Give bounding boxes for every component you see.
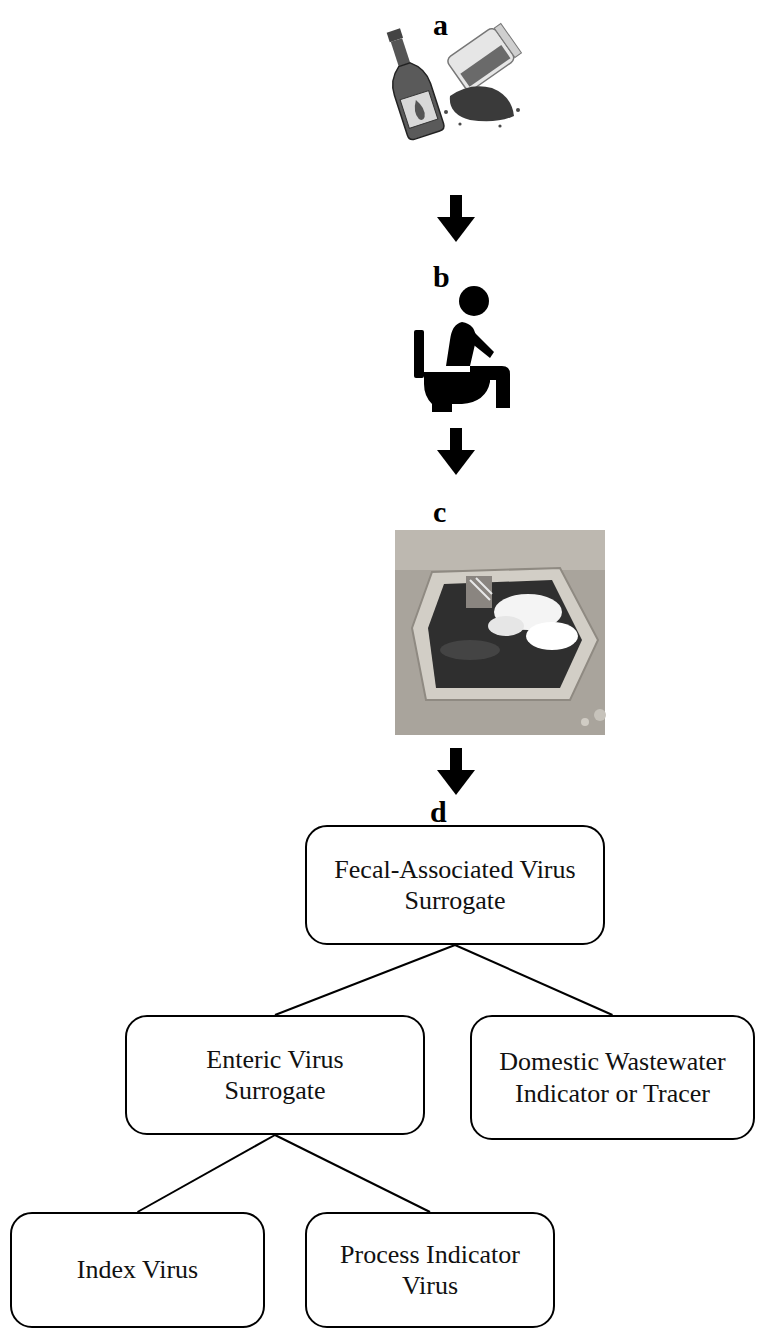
box-text: Index Virus [77, 1254, 198, 1285]
tree-connector [275, 945, 455, 1015]
tree-connector [138, 1135, 276, 1212]
process-box: Fecal-Associated Virus Surrogate [305, 825, 605, 945]
process-box: Domestic Wastewater Indicator or Tracer [470, 1015, 755, 1140]
spice-jar [446, 22, 523, 93]
box-text: Fecal-Associated Virus Surrogate [333, 854, 577, 916]
flow-arrow [437, 428, 475, 475]
tree-connector [455, 945, 613, 1015]
panel-letter: d [430, 797, 447, 827]
panel-letter: c [433, 497, 446, 527]
box-text: Process Indicator Virus [333, 1239, 527, 1301]
box-text: Enteric Virus Surrogate [153, 1044, 397, 1106]
process-box: Enteric Virus Surrogate [125, 1015, 425, 1135]
flow-arrow [437, 748, 475, 795]
pepper-grains [444, 108, 520, 128]
toilet-icon [414, 286, 510, 412]
treatment-tank-photo [395, 530, 606, 735]
spilled-pepper [450, 86, 514, 121]
flow-arrow [437, 195, 475, 242]
hot-sauce-bottle [375, 25, 445, 141]
process-box: Index Virus [10, 1212, 265, 1328]
process-box: Process Indicator Virus [305, 1212, 555, 1328]
panel-letter: a [433, 10, 448, 40]
box-text: Domestic Wastewater Indicator or Tracer [498, 1046, 727, 1108]
tree-connector [275, 1135, 430, 1212]
panel-letter: b [433, 262, 450, 292]
